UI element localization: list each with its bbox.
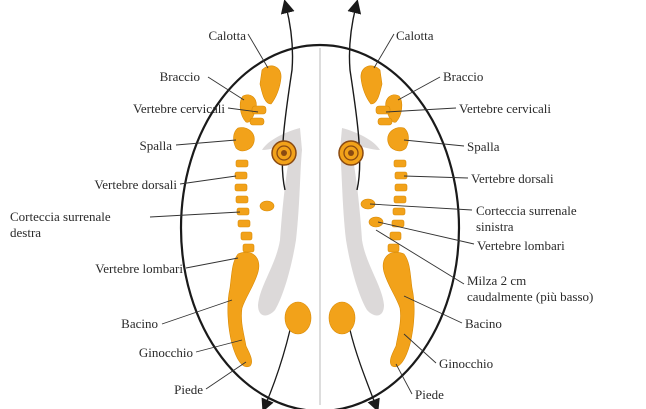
left-leader-lines <box>150 34 268 389</box>
right-target-icon <box>339 141 363 165</box>
label-right-corteccia-surrenale: Corteccia surrenale <box>476 203 577 218</box>
left-skull <box>260 66 281 104</box>
left-target-icon <box>272 141 296 165</box>
label-right-vertebre-cervicali: Vertebre cervicali <box>459 101 551 116</box>
label-left-corteccia-surrenale: Corteccia surrenale <box>10 209 111 224</box>
label-left-vertebre-lombari: Vertebre lombari <box>95 261 183 276</box>
label-right-spalla: Spalla <box>467 139 500 154</box>
label-left-vertebre-cervicali: Vertebre cervicali <box>133 101 225 116</box>
label-right-caudalmente: caudalmente (più basso) <box>467 289 593 304</box>
left-skeleton <box>228 66 311 367</box>
label-right-bacino: Bacino <box>465 316 502 331</box>
label-left-destra: destra <box>10 225 41 240</box>
left-pelvis <box>228 252 259 367</box>
label-right-vertebre-dorsali: Vertebre dorsali <box>471 171 554 186</box>
left-bottom-arrow <box>265 330 290 406</box>
right-bottom-arrow <box>350 330 376 406</box>
right-skull <box>361 66 382 104</box>
label-left-piede: Piede <box>174 382 203 397</box>
label-right-braccio: Braccio <box>443 69 483 84</box>
label-right-ginocchio: Ginocchio <box>439 356 493 371</box>
label-left-vertebre-dorsali: Vertebre dorsali <box>94 177 177 192</box>
label-right-vertebre-lombari: Vertebre lombari <box>477 238 565 253</box>
label-right-sinistra: sinistra <box>476 219 514 234</box>
label-left-calotta: Calotta <box>208 28 246 43</box>
label-right-milza: Milza 2 cm <box>467 273 526 288</box>
label-left-spalla: Spalla <box>140 138 173 153</box>
label-left-braccio: Braccio <box>160 69 200 84</box>
label-right-piede: Piede <box>415 387 444 402</box>
label-left-ginocchio: Ginocchio <box>139 345 193 360</box>
right-pelvis <box>383 252 414 367</box>
label-left-bacino: Bacino <box>121 316 158 331</box>
left-shoulder <box>234 128 255 151</box>
right-shoulder <box>388 128 409 151</box>
label-right-calotta: Calotta <box>396 28 434 43</box>
